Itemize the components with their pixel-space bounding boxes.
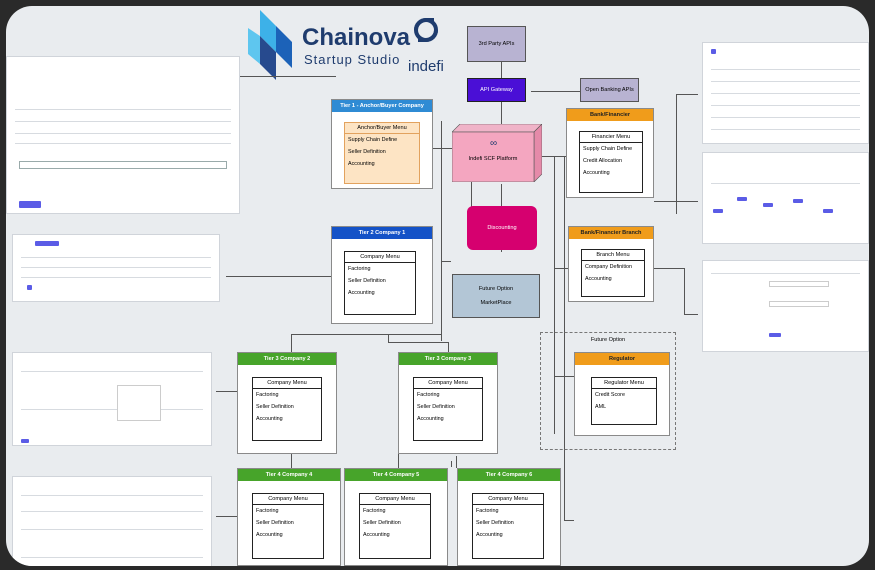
- branch-menu-item: Company Definition: [585, 264, 633, 270]
- tier4a-menu-item: Accounting: [256, 532, 283, 538]
- tier4b-title: Tier 4 Company 5: [345, 469, 447, 481]
- tier4b-menu-item: Factoring: [363, 508, 386, 514]
- branch-menu-title: Branch Menu: [582, 250, 644, 261]
- tier2-menu-item: Factoring: [348, 266, 371, 272]
- tier2-menu-title: Company Menu: [345, 252, 415, 263]
- regulator-menu: Regulator Menu Credit Score AML: [591, 377, 657, 425]
- tier3a-menu-item: Accounting: [256, 416, 283, 422]
- branch-menu-item: Accounting: [585, 276, 612, 282]
- future-marketplace-line1: Future Option: [478, 286, 514, 292]
- tier4a-menu-item: Factoring: [256, 508, 279, 514]
- future-option-label: Future Option: [590, 337, 626, 343]
- partner-name: indefi: [408, 58, 444, 75]
- tier3b-title: Tier 3 Company 3: [399, 353, 497, 365]
- future-marketplace-box: Future Option MarketPlace: [452, 274, 540, 318]
- chainova-logo-mark: [248, 10, 292, 80]
- discounting-box: Discounting: [467, 206, 537, 250]
- tier4b-menu: Company Menu Factoring Seller Definition…: [359, 493, 431, 559]
- tier1-menu-title: Anchor/Buyer Menu: [345, 123, 419, 134]
- tier4-company5-panel: Tier 4 Company 5 Company Menu Factoring …: [344, 468, 448, 566]
- brand-subtitle: Startup Studio: [304, 52, 401, 67]
- tier4c-menu-item: Seller Definition: [476, 520, 514, 526]
- tier4a-menu: Company Menu Factoring Seller Definition…: [252, 493, 324, 559]
- brand-name: Chainova: [302, 24, 411, 51]
- tier4a-menu-item: Seller Definition: [256, 520, 294, 526]
- open-banking-label: Open Banking APIs: [585, 87, 634, 93]
- tier4-company6-panel: Tier 4 Company 6 Company Menu Factoring …: [457, 468, 561, 566]
- bank-menu: Financier Menu Supply Chain Define Credi…: [579, 131, 643, 193]
- tier2-title: Tier 2 Company 1: [332, 227, 432, 239]
- tier3-company3-panel: Tier 3 Company 3 Company Menu Factoring …: [398, 352, 498, 454]
- chainova-logo: Chainova Startup Studio indefi: [246, 8, 466, 86]
- screenshot-thumbnail-right-table: [702, 42, 869, 144]
- chainova-swirl-icon: [414, 18, 438, 42]
- tier1-title: Tier 1 - Anchor/Buyer Company: [332, 100, 432, 112]
- tier1-anchor-panel: Tier 1 - Anchor/Buyer Company Anchor/Buy…: [331, 99, 433, 189]
- diagram-canvas: Chainova Startup Studio indefi 3rd Party…: [6, 6, 869, 566]
- tier4c-menu: Company Menu Factoring Seller Definition…: [472, 493, 544, 559]
- open-banking-box: Open Banking APIs: [580, 78, 639, 102]
- regulator-panel: Regulator Regulator Menu Credit Score AM…: [574, 352, 670, 436]
- tier3b-menu-title: Company Menu: [414, 378, 482, 389]
- bank-branch-panel: Bank/Financier Branch Branch Menu Compan…: [568, 226, 654, 302]
- tier2-menu-item: Accounting: [348, 290, 375, 296]
- api-gateway-box: API Gateway: [467, 78, 526, 102]
- tier3a-menu: Company Menu Factoring Seller Definition…: [252, 377, 322, 441]
- api-gateway-label: API Gateway: [480, 87, 513, 93]
- future-option-region: Future Option: [540, 332, 676, 450]
- screenshot-thumbnail-right-form: [702, 260, 869, 352]
- platform-logo-icon: ∞: [490, 138, 498, 149]
- tier3b-menu: Company Menu Factoring Seller Definition…: [413, 377, 483, 441]
- tier4a-menu-title: Company Menu: [253, 494, 323, 505]
- tier3b-menu-item: Seller Definition: [417, 404, 455, 410]
- tier3a-menu-item: Factoring: [256, 392, 279, 398]
- tier4b-menu-item: Seller Definition: [363, 520, 401, 526]
- scf-platform-box: ∞ Indefi SCF Platform: [452, 124, 542, 182]
- tier4c-title: Tier 4 Company 6: [458, 469, 560, 481]
- third-party-apis-box: 3rd Party APIs: [467, 26, 526, 62]
- tier1-menu-item: Accounting: [348, 161, 375, 167]
- bank-menu-item: Credit Allocation: [583, 158, 622, 164]
- tier4c-menu-title: Company Menu: [473, 494, 543, 505]
- tier2-company1-panel: Tier 2 Company 1 Company Menu Factoring …: [331, 226, 433, 324]
- regulator-title: Regulator: [575, 353, 669, 365]
- regulator-menu-item: Credit Score: [595, 392, 625, 398]
- bank-menu-item: Accounting: [583, 170, 610, 176]
- platform-label: Indefi SCF Platform: [468, 156, 518, 162]
- branch-title: Bank/Financier Branch: [569, 227, 653, 239]
- regulator-menu-title: Regulator Menu: [592, 378, 656, 389]
- tier1-menu-item: Seller Definition: [348, 149, 386, 155]
- tier1-menu: Anchor/Buyer Menu Supply Chain Define Se…: [344, 122, 420, 184]
- tier4b-menu-title: Company Menu: [360, 494, 430, 505]
- bank-menu-item: Supply Chain Define: [583, 146, 633, 152]
- tier4c-menu-item: Accounting: [476, 532, 503, 538]
- tier3a-title: Tier 3 Company 2: [238, 353, 336, 365]
- tier4a-title: Tier 4 Company 4: [238, 469, 340, 481]
- tier3a-menu-title: Company Menu: [253, 378, 321, 389]
- tier4-company4-panel: Tier 4 Company 4 Company Menu Factoring …: [237, 468, 341, 566]
- tier4c-menu-item: Factoring: [476, 508, 499, 514]
- tier2-menu-item: Seller Definition: [348, 278, 386, 284]
- tier1-menu-item: Supply Chain Define: [348, 137, 398, 143]
- platform-cube-shape: [452, 124, 542, 182]
- screenshot-thumbnail-form-3: [12, 476, 212, 566]
- screenshot-thumbnail-table-1: [12, 234, 220, 302]
- tier2-menu: Company Menu Factoring Seller Definition…: [344, 251, 416, 315]
- branch-menu: Branch Menu Company Definition Accountin…: [581, 249, 645, 297]
- tier3a-menu-item: Seller Definition: [256, 404, 294, 410]
- third-party-apis-label: 3rd Party APIs: [478, 41, 515, 47]
- future-marketplace-line2: MarketPlace: [480, 300, 512, 306]
- screenshot-thumbnail-right-flow: [702, 152, 869, 244]
- tier3b-menu-item: Factoring: [417, 392, 440, 398]
- screenshot-thumbnail-payment-form: [6, 56, 240, 214]
- discounting-label: Discounting: [487, 225, 517, 231]
- screenshot-thumbnail-table-2: [12, 352, 212, 446]
- tier4b-menu-item: Accounting: [363, 532, 390, 538]
- regulator-menu-item: AML: [595, 404, 607, 410]
- tier3-company2-panel: Tier 3 Company 2 Company Menu Factoring …: [237, 352, 337, 454]
- bank-menu-title: Financier Menu: [580, 132, 642, 143]
- tier3b-menu-item: Accounting: [417, 416, 444, 422]
- bank-title: Bank/Financier: [567, 109, 653, 121]
- bank-financier-panel: Bank/Financier Financier Menu Supply Cha…: [566, 108, 654, 198]
